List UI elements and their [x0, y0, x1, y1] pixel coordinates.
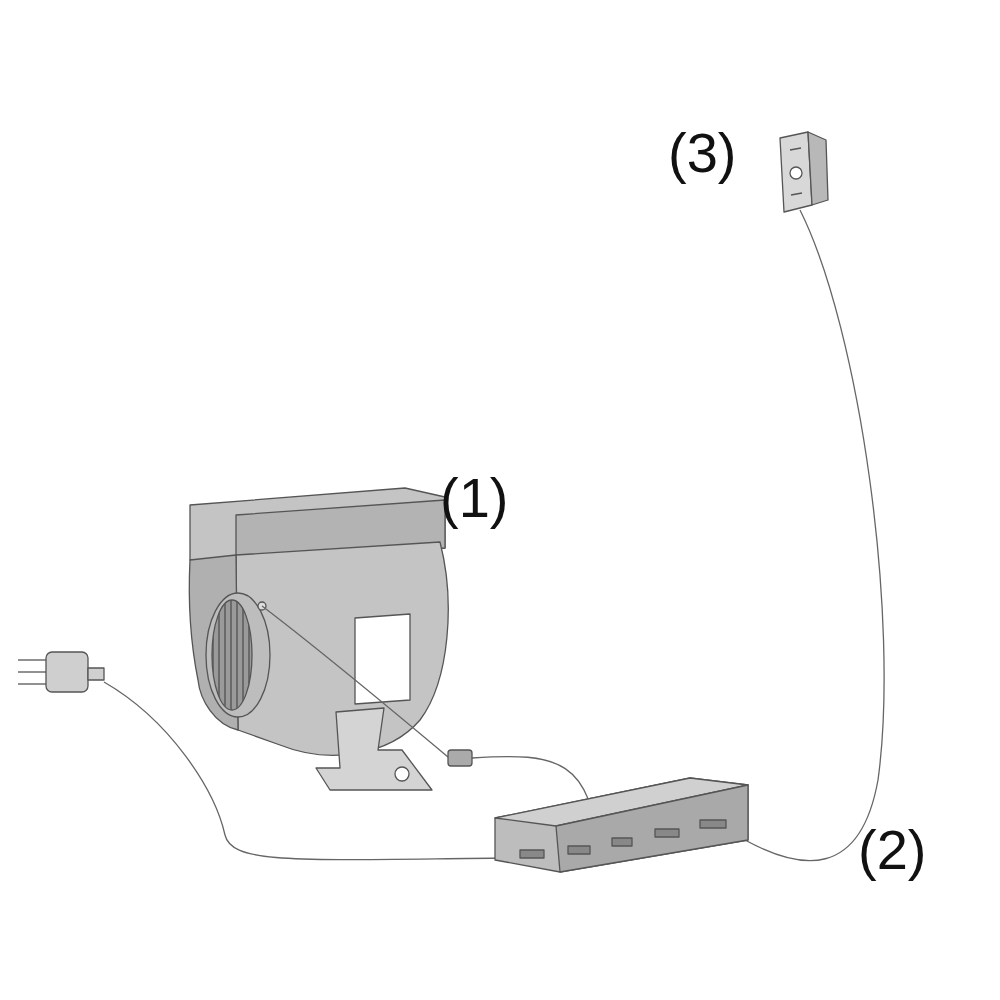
housing-opening — [355, 614, 410, 704]
inlet-grille — [212, 600, 252, 710]
callout-number: (3) — [668, 125, 736, 181]
control-box — [495, 778, 748, 872]
mounting-bracket — [316, 708, 432, 790]
switch-panel — [780, 132, 828, 212]
wires — [104, 210, 884, 861]
bracket-hole — [395, 767, 409, 781]
inlet-ring — [206, 593, 270, 717]
power-plug — [18, 652, 104, 692]
callout-number: (1) — [440, 470, 508, 526]
callout-number: (2) — [858, 822, 926, 878]
wire-connector — [448, 750, 472, 766]
